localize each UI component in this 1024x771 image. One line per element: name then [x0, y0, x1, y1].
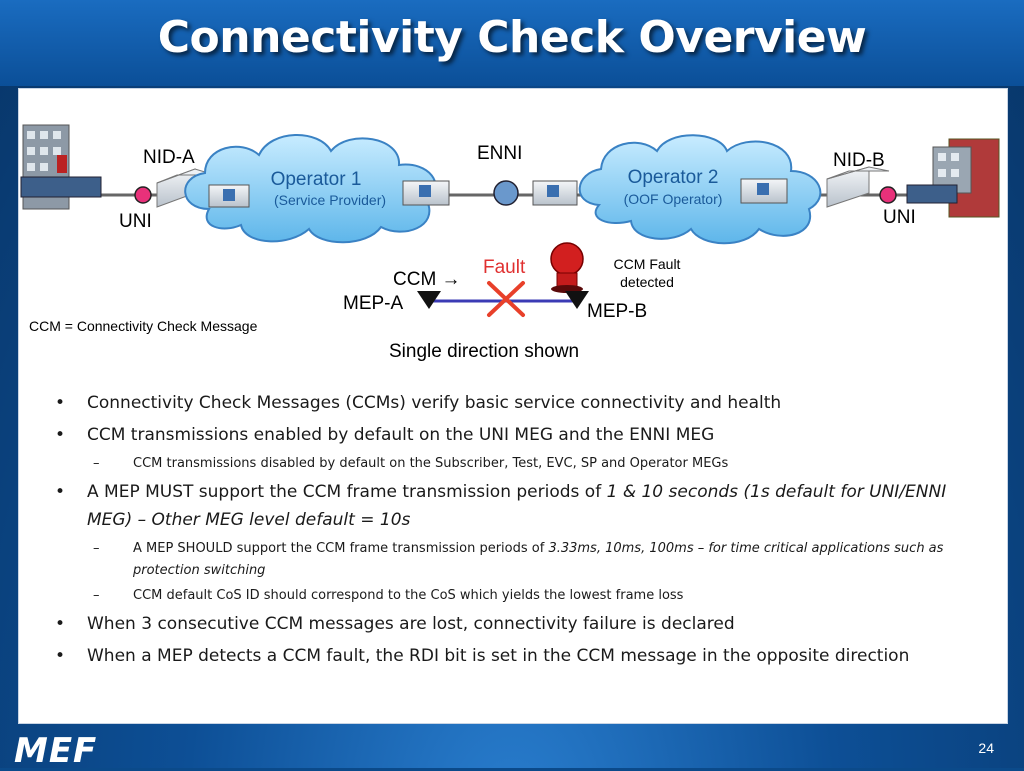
bullet-item: CCM transmissions enabled by default on …	[49, 421, 989, 449]
title-bar	[0, 0, 1024, 86]
uni-right-port-icon	[879, 186, 897, 204]
alarm-bell-icon	[550, 242, 584, 293]
bullet-item: Connectivity Check Messages (CCMs) verif…	[49, 389, 989, 417]
mep-b-label: MEP-B	[587, 301, 647, 322]
bullet-item: When 3 consecutive CCM messages are lost…	[49, 610, 989, 638]
bullet-list: Connectivity Check Messages (CCMs) verif…	[49, 389, 989, 674]
nid-b-device-icon	[826, 166, 890, 208]
slide-title: Connectivity Check Overview	[157, 12, 867, 63]
building-left-icon	[20, 124, 102, 210]
fault-label: Fault	[483, 257, 526, 278]
sub-bullet-item: –CCM default CoS ID should correspond to…	[93, 588, 684, 603]
operator1-name: Operator 1	[271, 169, 362, 190]
nid-a-label: NID-A	[143, 147, 195, 168]
nid-b-label: NID-B	[833, 150, 885, 171]
enni-port-icon	[493, 180, 519, 206]
ccm-direction-label: CCM →	[393, 269, 461, 290]
page-number: 24	[978, 740, 994, 756]
operator2-name: Operator 2	[628, 167, 719, 188]
uni-right-label: UNI	[883, 207, 916, 228]
mep-b-marker-icon	[565, 291, 589, 309]
bullet-item: A MEP MUST support the CCM frame transmi…	[49, 478, 989, 534]
switch-icon	[532, 180, 578, 206]
switch-icon	[402, 180, 450, 206]
operator2-role: (OOF Operator)	[624, 191, 723, 207]
building-right-icon	[906, 138, 1000, 218]
ccm-fault-detected-line1: CCM Fault	[614, 256, 681, 272]
uni-left-port-icon	[134, 186, 152, 204]
ccm-definition-note: CCM = Connectivity Check Message	[29, 318, 258, 334]
operator1-role: (Service Provider)	[274, 192, 386, 208]
enni-label: ENNI	[477, 143, 522, 164]
ccm-fault-detected-line2: detected	[620, 274, 674, 290]
content-panel: Operator 1 (Service Provider) Operator 2…	[18, 88, 1008, 724]
sub-bullet-item: –CCM transmissions disabled by default o…	[93, 456, 729, 471]
operator1-cloud-icon	[184, 134, 437, 244]
switch-icon	[208, 184, 250, 208]
sub-bullet-item: –A MEP SHOULD support the CCM frame tran…	[93, 541, 944, 578]
bullet-item: When a MEP detects a CCM fault, the RDI …	[49, 642, 989, 670]
mep-a-marker-icon	[417, 291, 441, 309]
mep-a-label: MEP-A	[343, 293, 404, 314]
switch-icon	[740, 178, 788, 204]
operator2-cloud-icon	[578, 134, 822, 245]
fault-cross-icon	[487, 281, 525, 317]
uni-left-label: UNI	[119, 211, 152, 232]
network-diagram: Operator 1 (Service Provider) Operator 2…	[20, 124, 1000, 362]
mef-logo: MEF	[14, 731, 98, 771]
diagram-caption: Single direction shown	[389, 341, 579, 362]
